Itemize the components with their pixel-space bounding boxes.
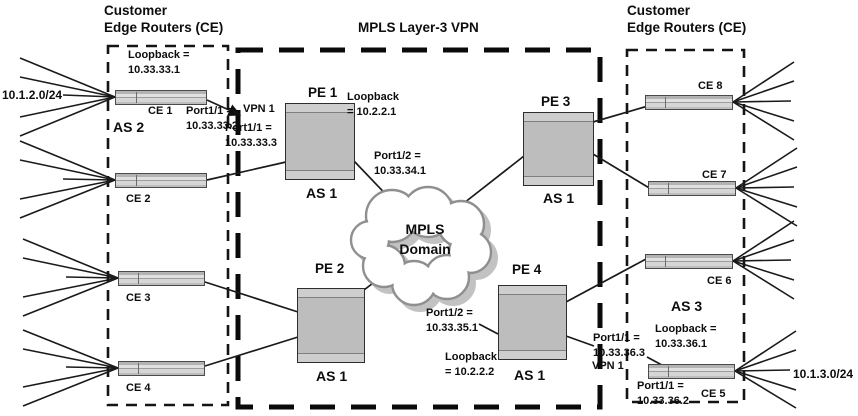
link-pe3-ce8 xyxy=(592,105,649,123)
as3-label: AS 3 xyxy=(671,298,703,314)
mpls-cloud-label: MPLS Domain xyxy=(399,221,451,257)
ce6-label: CE 6 xyxy=(707,275,732,287)
link-cloud-pe3 xyxy=(463,155,525,204)
mpls-cloud xyxy=(349,185,498,312)
ce2-port-divider xyxy=(135,175,137,186)
pe1-as-label: AS 1 xyxy=(306,185,338,201)
pe3-label: PE 3 xyxy=(541,94,571,109)
ce5-port-label: Port1/1 = 10.33.36.2 xyxy=(637,380,689,407)
ce-fan-lines xyxy=(19,57,798,409)
pe1-port-left-label: Port1/1 = 10.33.33.3 xyxy=(225,122,277,149)
ce7-router xyxy=(648,181,736,196)
pe4-router xyxy=(498,285,567,360)
link-pe4-ce5-a xyxy=(565,335,595,347)
pe4-port-right-label: Port1/1 = 10.33.36.3 xyxy=(593,332,645,359)
ce7-label: CE 7 xyxy=(702,169,727,181)
ce1-loopback-label: Loopback = 10.33.33.1 xyxy=(128,49,190,76)
link-pe4-ce6 xyxy=(565,258,647,303)
ce3-port-divider xyxy=(137,273,139,284)
mpls-zone-title: MPLS Layer-3 VPN xyxy=(358,20,479,35)
link-ce3-pe2 xyxy=(204,281,299,313)
ce8-router xyxy=(645,95,733,110)
pe2-router xyxy=(297,288,365,363)
left-zone-title: Customer Edge Routers (CE) xyxy=(104,3,224,35)
ce1-router xyxy=(115,90,207,105)
ce5-label: CE 5 xyxy=(701,388,726,400)
vpn1-right-label: VPN 1 xyxy=(592,360,624,372)
ce4-router xyxy=(118,361,205,376)
pe4-loopback-label: Loopback = 10.2.2.2 xyxy=(445,351,497,378)
pe2-as-label: AS 1 xyxy=(316,368,348,384)
pe1-router xyxy=(285,103,355,180)
ce3-label: CE 3 xyxy=(126,292,151,304)
ce3-router xyxy=(118,271,205,286)
ce5-router xyxy=(648,364,735,379)
ce5-port-divider xyxy=(667,366,669,377)
ce7-port-divider xyxy=(667,183,669,194)
pe1-label: PE 1 xyxy=(308,85,338,100)
pe1-port-right-label: Port1/2 = 10.33.34.1 xyxy=(374,150,426,177)
right-ce-zone-border xyxy=(625,48,746,404)
link-pe3-ce7 xyxy=(592,153,652,190)
link-ce4-pe2 xyxy=(204,336,299,367)
pe4-label: PE 4 xyxy=(512,262,542,277)
pe4-as-label: AS 1 xyxy=(514,367,546,383)
left-ce-zone-border xyxy=(106,44,230,407)
ce6-router xyxy=(645,254,733,269)
mpls-vpn-zone-border xyxy=(235,47,603,410)
ce2-label: CE 2 xyxy=(126,193,151,205)
right-zone-title: Customer Edge Routers (CE) xyxy=(627,3,747,35)
pe4-port-left-label: Port1/2 = 10.33.35.1 xyxy=(426,307,478,334)
network-label-left: 10.1.2.0/24 xyxy=(2,88,63,102)
ce2-router xyxy=(115,173,207,188)
vpn1-left-label: VPN 1 xyxy=(243,103,275,115)
link-ce1-pe1 xyxy=(206,99,242,117)
network-label-right: 10.1.3.0/24 xyxy=(793,367,854,381)
ce1-label: CE 1 xyxy=(148,105,173,117)
ce8-port-divider xyxy=(664,97,666,108)
pe3-as-label: AS 1 xyxy=(543,190,575,206)
link-label-pe4 xyxy=(478,323,499,335)
pe2-label: PE 2 xyxy=(315,261,345,276)
as2-label: AS 2 xyxy=(113,119,145,135)
pe1-loopback-label: Loopback = 10.2.2.1 xyxy=(347,91,399,118)
ce4-port-divider xyxy=(137,363,139,374)
link-ce2-pe1 xyxy=(206,161,287,181)
as3-loopback-label: Loopback = 10.33.36.1 xyxy=(655,323,717,350)
ce8-label: CE 8 xyxy=(698,80,723,92)
ce1-port-divider xyxy=(135,92,137,103)
ce6-port-divider xyxy=(664,256,666,267)
pe3-router xyxy=(523,112,594,186)
ce4-label: CE 4 xyxy=(126,382,151,394)
